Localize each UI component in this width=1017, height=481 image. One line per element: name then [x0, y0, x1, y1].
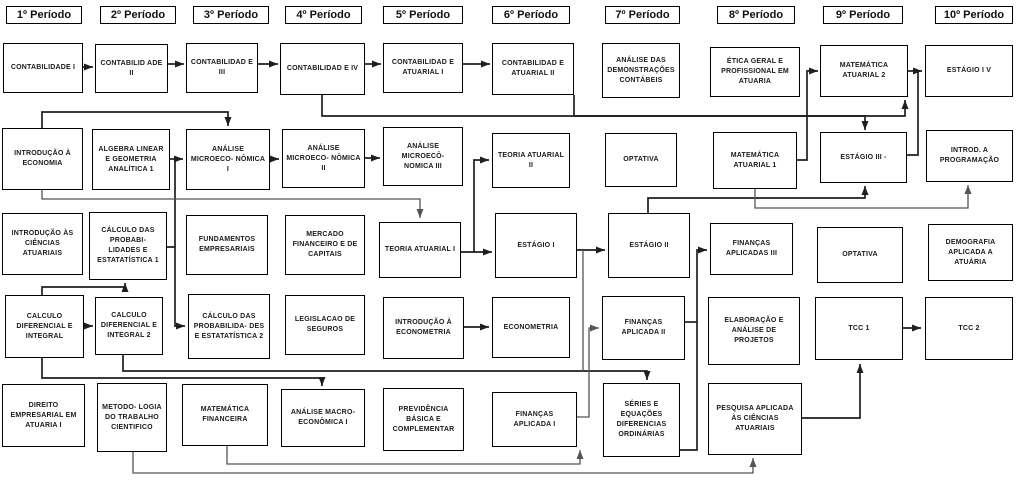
period-header-10: 10º Período [935, 6, 1013, 24]
course-elaboracao-projetos: ELABORAÇÃO E ANÁLISE DE PROJETOS [708, 297, 800, 365]
connector [647, 186, 869, 213]
course-contabilidade-4: CONTABILIDAD E IV [280, 43, 365, 95]
course-introd-programacao: INTROD. A PROGRAMAÇÃO [926, 130, 1013, 182]
course-pesquisa-aplicada: PESQUISA APLICADA ÀS CIÊNCIAS ATUARIAIS [708, 383, 802, 455]
period-header-1: 1º Período [6, 6, 82, 24]
period-header-6: 6º Período [492, 6, 570, 24]
course-econometria: ECONOMETRIA [492, 297, 570, 358]
period-header-9: 9º Período [823, 6, 903, 24]
course-teoria-atuarial-1: TEORIA ATUARIAL I [379, 222, 461, 278]
course-contabilidade-2: CONTABILID ADE II [95, 44, 168, 93]
course-contabilidade-3: CONTABILIDAD E III [186, 43, 258, 93]
connector [167, 246, 185, 330]
course-calculo-probabilidades-1: CÁLCULO DAS PROBABI- LIDADES E ESTATATÍS… [89, 212, 167, 280]
connector [802, 364, 864, 419]
course-direito-empresarial: DIREITO EMPRESARIAL EM ATUARIA I [2, 384, 85, 447]
course-contabilidade-1: CONTABILIDADE I [3, 43, 83, 93]
course-estagio-3: ESTÁGIO III - [820, 132, 907, 183]
course-matematica-atuarial-1: MATEMÁTICA ATUARIAL 1 [713, 132, 797, 189]
connector [41, 111, 232, 128]
course-financas-aplicadas-3: FINANÇAS APLICADAS III [710, 223, 793, 275]
period-header-5: 5º Período [383, 6, 463, 24]
course-tcc-1: TCC 1 [815, 297, 903, 360]
course-financas-aplicada-2: FINANÇAS APLICADA II [602, 296, 685, 360]
connector [41, 358, 326, 386]
connector [41, 283, 129, 295]
course-calculo-diferencial-integral-2: CALCULO DIFERENCIAL E INTEGRAL 2 [95, 297, 163, 355]
period-header-4: 4º Período [285, 6, 362, 24]
connector [461, 156, 489, 253]
connector [41, 190, 424, 218]
course-algebra-linear: ALGEBRA LINEAR E GEOMETRIA ANALÍTICA 1 [92, 129, 170, 190]
course-calculo-probabilidades-2: CÁLCULO DAS PROBABILIDA- DES E ESTATATÍS… [188, 294, 270, 359]
course-analise-demonstracoes: ANÁLISE DAS DEMONSTRAÇÕES CONTÁBEIS [602, 43, 680, 98]
course-previdencia: PREVIDÊNCIA BÁSICA E COMPLEMENTAR [383, 388, 464, 451]
period-header-3: 3º Período [193, 6, 269, 24]
connector [754, 185, 972, 209]
connector [321, 95, 869, 130]
course-introducao-a-economia: INTRODUÇÃO À ECONOMIA [2, 128, 83, 190]
course-contabilidade-atuarial-2: CONTABILIDAD E ATUARIAL II [492, 43, 574, 95]
course-mercado-financeiro: MERCADO FINANCEIRO E DE CAPITAIS [285, 215, 365, 275]
course-analise-macro-1: ANÁLISE MACRO- ECONÔMICA I [281, 389, 365, 447]
course-metodologia: METODO- LOGIA DO TRABALHO CIENTIFICO [97, 383, 167, 452]
connector [907, 72, 919, 156]
course-introducao-ciencias-atuariais: INTRODUÇÃO ÀS CIÊNCIAS ATUARIAIS [2, 213, 83, 275]
course-calculo-diferencial-integral: CALCULO DIFERENCIAL E INTEGRAL [5, 295, 84, 358]
course-financas-aplicada-1: FINANÇAS APLICADA I [492, 392, 577, 447]
course-estagio-1: ESTÁGIO I [495, 213, 577, 278]
course-tcc-2: TCC 2 [925, 297, 1013, 360]
period-header-8: 8º Período [717, 6, 795, 24]
course-optativa-9: OPTATIVA [817, 227, 903, 283]
course-fundamentos-empresariais: FUNDAMENTOS EMPRESARIAIS [186, 215, 268, 275]
course-matematica-financeira: MATEMÁTICA FINANCEIRA [182, 384, 268, 446]
course-analise-micro-3: ANÁLISE MICROECÔ- NOMICA III [383, 127, 463, 186]
course-analise-micro-1: ANÁLISE MICROECO- NÔMICA I [186, 129, 270, 190]
connector [577, 324, 599, 418]
course-contabilidade-atuarial-1: CONTABILIDAD E ATUARIAL I [383, 43, 463, 93]
connector [797, 67, 818, 161]
course-teoria-atuarial-2: TEORIA ATUARIAL II [492, 133, 570, 188]
connector [122, 355, 651, 380]
course-etica: ÉTICA GERAL E PROFISSIONAL EM ATUARIA [710, 47, 800, 97]
connector [573, 95, 909, 117]
course-matematica-atuarial-2: MATEMÁTICA ATUARIAL 2 [820, 45, 908, 97]
period-header-2: 2º Período [100, 6, 176, 24]
course-legislacao-seguros: LEGISLACAO DE SEGUROS [285, 295, 365, 355]
course-estagio-4: ESTÁGIO I V [925, 45, 1013, 97]
course-series-equacoes: SÉRIES E EQUAÇÕES DIFERENCIAS ORDINÁRIAS [603, 383, 680, 457]
course-analise-micro-2: ANÁLISE MICROECO- NÔMICA II [282, 129, 365, 188]
course-estagio-2: ESTÁGIO II [608, 213, 690, 278]
course-optativa-7: OPTATIVA [605, 133, 677, 187]
course-introducao-econometria: INTRODUÇÃO À ECONOMETRIA [383, 297, 464, 359]
course-demografia: DEMOGRAFIA APLICADA A ATUÁRIA [928, 224, 1013, 281]
period-header-7: 7º Período [605, 6, 680, 24]
connector [226, 446, 584, 465]
connector [132, 452, 757, 474]
connector [680, 246, 707, 451]
